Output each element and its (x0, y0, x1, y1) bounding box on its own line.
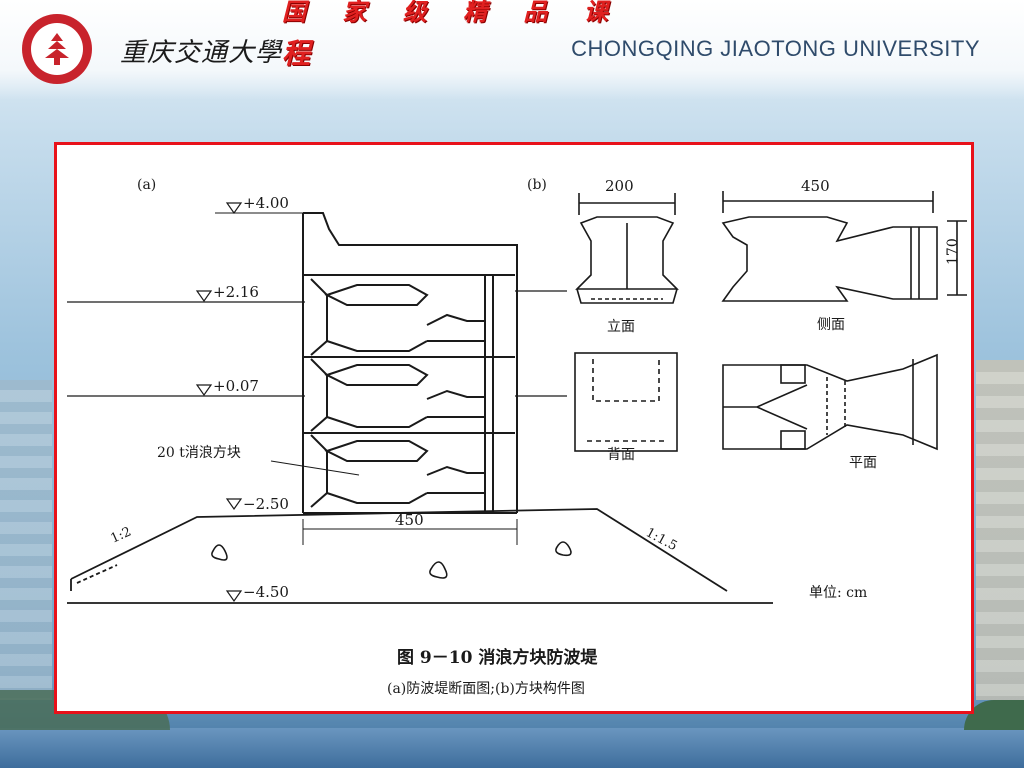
breakwater-diagram: (a) +4.00 +2.16 +0.07 (67, 177, 967, 697)
background-building-right (976, 360, 1024, 700)
elevation-middle: +0.07 (195, 377, 259, 397)
base-width-dimension (302, 519, 518, 545)
slope-left-label: 1:2 (109, 524, 134, 546)
university-name-english: CHONGQING JIAOTONG UNIVERSITY (571, 36, 980, 61)
rubble-mound (67, 508, 773, 604)
side-view-drawing (721, 191, 967, 302)
elevation-middle-label: +0.07 (213, 377, 259, 395)
slide-header: 重庆交通大學 国 家 级 精 品 课 程 CHONGQING JIAOTONG … (0, 0, 1024, 100)
elevation-base-label: −2.50 (243, 495, 289, 513)
elevation-upper: +2.16 (195, 283, 259, 303)
elevation-bottom: −4.50 (225, 583, 289, 603)
side-view-dim-height: 170 (945, 238, 961, 265)
elevation-markers: +4.00 +2.16 +0.07 −2.50 −4.50 (195, 194, 303, 603)
back-view-drawing (574, 352, 678, 452)
breakwater-body (302, 212, 518, 514)
elevation-top: +4.00 (215, 194, 303, 215)
elevation-bottom-label: −4.50 (243, 583, 289, 601)
panel-a-label: (a) (137, 177, 156, 193)
figure-caption: 图 9－10 消浪方块防波堤 (397, 647, 598, 668)
elevation-base: −2.50 (225, 495, 289, 513)
base-width-label: 450 (395, 511, 424, 529)
course-title-line1: 国 家 级 精 品 课 (282, 0, 622, 26)
panel-b-label: (b) (527, 177, 547, 193)
figure-subcaption: (a)防波堤断面图;(b)方块构件图 (387, 681, 585, 697)
rubble-stone-icons (211, 541, 572, 579)
breakwater-figure-frame: (a) +4.00 +2.16 +0.07 (54, 142, 974, 714)
front-view-drawing (575, 193, 679, 304)
background-building-left (0, 380, 52, 700)
back-view-label: 背面 (607, 447, 635, 463)
background-lake (0, 728, 1024, 768)
front-view-label: 立面 (607, 319, 635, 335)
block-callout-leader (270, 460, 360, 476)
course-title-line2: 程 (282, 37, 311, 70)
university-seal-logo (22, 14, 92, 84)
plan-view-label: 平面 (849, 455, 877, 471)
side-view-label: 侧面 (817, 317, 845, 333)
plan-view-drawing (722, 353, 938, 451)
elevation-top-label: +4.00 (243, 194, 289, 212)
unit-label: 单位: cm (809, 585, 867, 601)
water-levels (67, 290, 567, 397)
side-view-dim-width: 450 (801, 177, 830, 195)
front-view-dim: 200 (605, 177, 634, 195)
pagoda-icon (45, 33, 69, 65)
university-name-calligraphy: 重庆交通大學 (120, 37, 283, 68)
block-callout-label: 20 t消浪方块 (157, 445, 241, 461)
elevation-upper-label: +2.16 (213, 283, 259, 301)
